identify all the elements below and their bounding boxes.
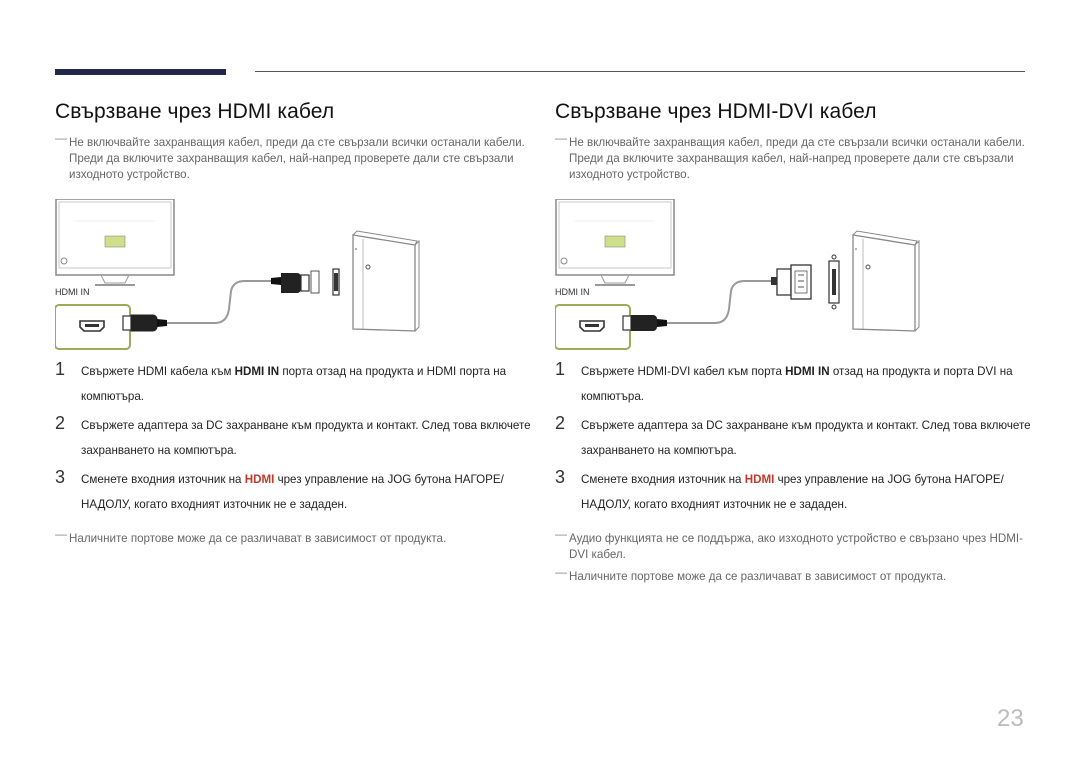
audio-note: ― Аудио функцията не се поддържа, ако из… [555, 527, 1023, 561]
steps-list: 1 Свържете HDMI кабела към HDMI IN порта… [55, 359, 535, 517]
step-2: 2 Свържете адаптера за DC захранване към… [555, 413, 1031, 457]
header-accent-bar [55, 69, 226, 75]
step-3: 3 Сменете входния източник на HDMI чрез … [555, 467, 1004, 511]
hdmi-dvi-connection-diagram: HDMI IN [554, 198, 1025, 351]
footnotes: ― Аудио функцията не се поддържа, ако из… [555, 527, 1035, 585]
hdmi-in-label: HDMI IN [555, 287, 590, 297]
step-number: 3 [55, 467, 66, 487]
step-number: 2 [555, 413, 566, 433]
port-name: HDMI IN [234, 365, 280, 378]
caution-note: ― Не включвайте захранващия кабел, преди… [555, 131, 1025, 181]
step-number: 1 [55, 359, 66, 379]
diagram-illustration [554, 198, 920, 350]
step-number: 1 [555, 359, 566, 379]
step-number: 3 [555, 467, 566, 487]
ports-note: ― Наличните портове може да се различава… [55, 527, 447, 545]
ports-note: ― Наличните портове може да се различава… [555, 565, 947, 583]
dash-icon: ― [55, 131, 67, 145]
hdmi-in-label: HDMI IN [55, 287, 90, 297]
port-name: HDMI IN [785, 365, 830, 378]
dash-icon: ― [555, 565, 567, 579]
source-highlight: HDMI [744, 473, 775, 486]
step-1: 1 Свържете HDMI-DVI кабел към порта HDMI… [555, 359, 1013, 403]
section-title: Свързване чрез HDMI кабел [55, 100, 335, 123]
step-3: 3 Сменете входния източник на HDMI чрез … [55, 467, 504, 511]
page-number: 23 [997, 705, 1024, 732]
section-title: Свързване чрез HDMI-DVI кабел [555, 100, 877, 123]
dash-icon: ― [555, 131, 567, 145]
section-hdmi: Свързване чрез HDMI кабел ― Не включвайт… [54, 100, 535, 553]
header-rule [255, 71, 1025, 72]
section-hdmi-dvi: Свързване чрез HDMI-DVI кабел ― Не включ… [554, 100, 1035, 591]
footnotes: ― Наличните портове може да се различава… [55, 527, 535, 547]
step-2: 2 Свържете адаптера за DC захранване към… [55, 413, 531, 457]
caution-note: ― Не включвайте захранващия кабел, преди… [55, 131, 525, 181]
step-1: 1 Свържете HDMI кабела към HDMI IN порта… [55, 359, 507, 403]
dash-icon: ― [555, 527, 567, 541]
dash-icon: ― [55, 527, 67, 541]
source-highlight: HDMI [244, 473, 275, 486]
diagram-illustration [54, 198, 420, 350]
hdmi-connection-diagram: HDMI IN [54, 198, 525, 351]
steps-list: 1 Свържете HDMI-DVI кабел към порта HDMI… [555, 359, 1035, 517]
step-number: 2 [55, 413, 66, 433]
